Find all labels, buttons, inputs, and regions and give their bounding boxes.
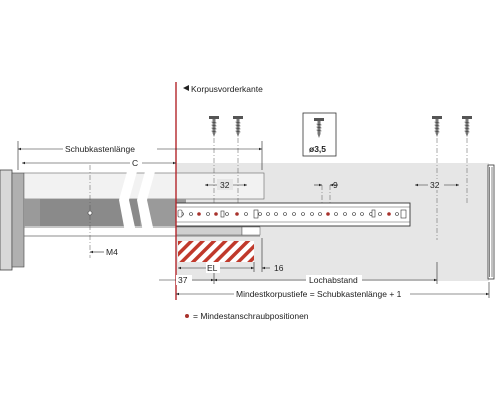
screw-icon [432, 116, 442, 137]
rail-holes [180, 212, 399, 216]
min-screw-position-dot-icon [185, 314, 189, 318]
el-label: EL [207, 263, 218, 273]
screw-icon [233, 116, 243, 137]
screw-size-label: ø3,5 [309, 144, 326, 154]
front-edge-label: Korpusvorderkante [191, 84, 263, 94]
screw-icon [314, 118, 324, 138]
dim-c-label: C [132, 158, 138, 168]
legend: = Mindestanschraubpositionen [185, 311, 309, 321]
legend-label: = Mindestanschraubpositionen [193, 311, 309, 321]
break-marks [119, 168, 156, 232]
dim-37-label: 37 [178, 275, 188, 285]
screw-detail-box: ø3,5 [302, 112, 337, 157]
dim-9-label: 9 [333, 180, 338, 190]
front-edge-label-group: Korpusvorderkante [183, 84, 263, 94]
drawer-front [0, 169, 25, 271]
dim-16-label: 16 [274, 263, 284, 273]
m4-hole [87, 210, 93, 216]
hole-spacing-label: Lochabstand [309, 275, 358, 285]
dim-32-left-label: 32 [220, 180, 230, 190]
screw-icon [462, 116, 472, 137]
dim-32-right-label: 32 [430, 180, 440, 190]
min-depth-label: Mindestkorpustiefe = Schubkastenlänge + … [236, 289, 402, 299]
screw-icon [209, 116, 219, 137]
rail-slots [177, 209, 407, 219]
front-hatch-area [178, 241, 254, 262]
m4-label: M4 [106, 247, 118, 257]
drawer-length-label: Schubkastenlänge [65, 144, 135, 154]
